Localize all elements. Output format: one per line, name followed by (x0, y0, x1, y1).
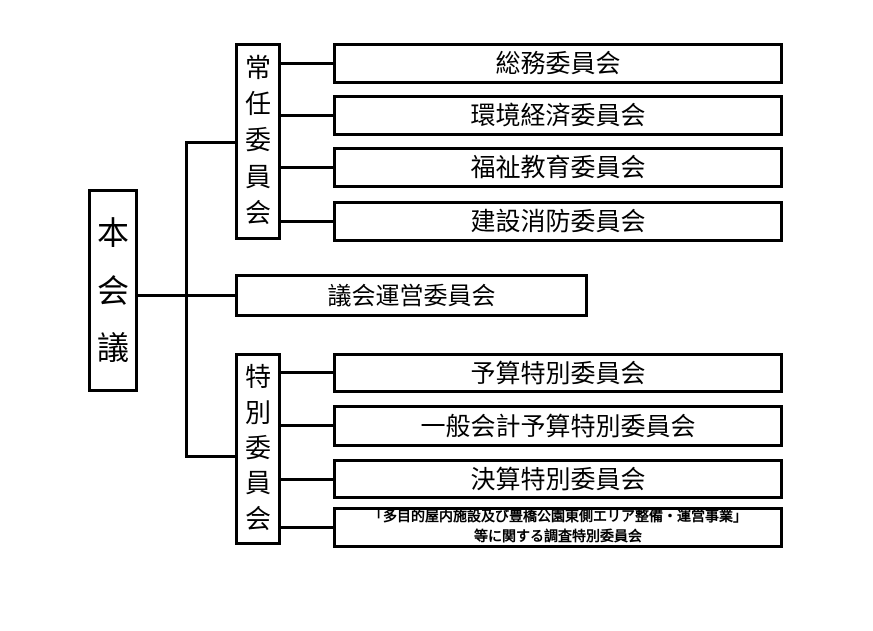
committee-box-yosan: 予算特別委員会 (333, 353, 783, 393)
connector-special-2 (280, 424, 333, 427)
connector-plenary-management (137, 294, 235, 297)
connector-special-4 (280, 526, 333, 529)
plenary-session-label: 本会議 (96, 214, 129, 367)
committee-label: 一般会計予算特別委員会 (420, 411, 696, 441)
committee-label-line1: 「多目的屋内施設及び豊橋公園東側エリア整備・運営事業」 (369, 508, 747, 525)
connector-standing-2 (280, 114, 333, 117)
committee-box-fukushi-kyoiku: 福祉教育委員会 (333, 147, 783, 188)
plenary-session-box: 本会議 (88, 189, 138, 392)
committee-box-chosa: 「多目的屋内施設及び豊橋公園東側エリア整備・運営事業」 等に関する調査特別委員会 (333, 507, 783, 548)
standing-committees-group-box: 常任委員会 (235, 43, 281, 240)
committee-box-kensetsu-shobo: 建設消防委員会 (333, 201, 783, 242)
committee-label: 環境経済委員会 (470, 101, 646, 130)
connector-special-1 (280, 371, 333, 374)
trunk-line (185, 141, 188, 458)
special-committees-group-box: 特別委員会 (235, 353, 281, 545)
connector-standing-3 (280, 166, 333, 169)
committee-label-two-lines: 「多目的屋内施設及び豊橋公園東側エリア整備・運営事業」 等に関する調査特別委員会 (369, 508, 747, 547)
committee-label-line2: 等に関する調査特別委員会 (474, 528, 642, 545)
committee-box-kessan: 決算特別委員会 (333, 459, 783, 499)
connector-special-group (185, 455, 235, 458)
connector-standing-group (185, 141, 235, 144)
committee-label: 予算特別委員会 (470, 358, 646, 388)
committee-label: 建設消防委員会 (470, 207, 646, 236)
connector-standing-4 (280, 220, 333, 223)
management-committee-box: 議会運営委員会 (235, 274, 588, 317)
connector-special-3 (280, 478, 333, 481)
standing-committees-group-label: 常任委員会 (244, 54, 271, 229)
committee-box-kankyo-keizai: 環境経済委員会 (333, 95, 783, 136)
committee-label: 決算特別委員会 (470, 464, 646, 494)
special-committees-group-label: 特別委員会 (244, 363, 271, 535)
committee-box-soumu: 総務委員会 (333, 43, 783, 84)
committee-box-ippan-kaikei-yosan: 一般会計予算特別委員会 (333, 405, 783, 447)
management-committee-label: 議会運営委員会 (327, 281, 496, 310)
committee-label: 総務委員会 (495, 49, 621, 78)
connector-standing-1 (280, 62, 333, 65)
committee-label: 福祉教育委員会 (470, 153, 646, 182)
